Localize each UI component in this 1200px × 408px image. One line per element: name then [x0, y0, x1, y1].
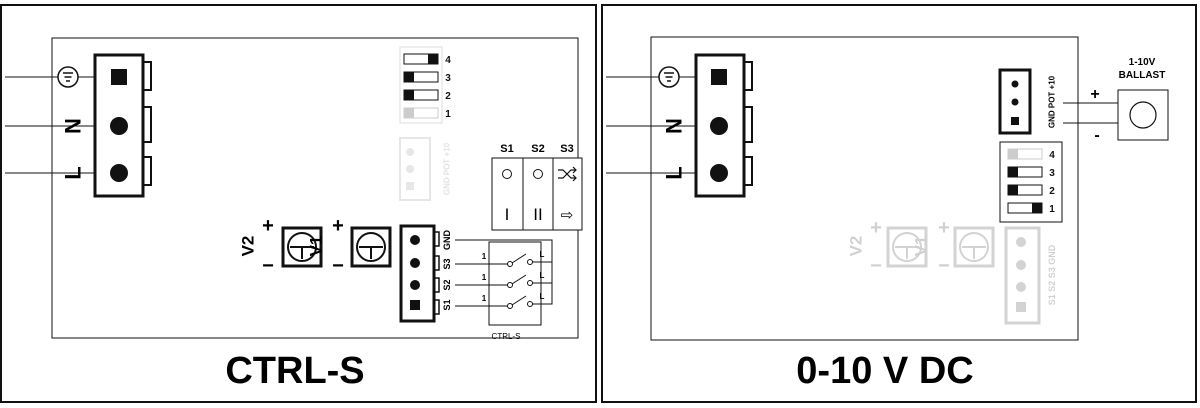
conn-label-gnd: GND — [442, 230, 452, 251]
faded-pots-and-connector: V2 + − V1 + − S1 S2 S3 GND — [847, 217, 1057, 325]
dimming-connector: GND POT +10 — [998, 68, 1057, 135]
dip-knob-3 — [404, 72, 414, 82]
svg-text:+: + — [870, 217, 882, 239]
s-mark-2: II — [533, 205, 542, 224]
dip-number-2: 2 — [445, 91, 451, 102]
mains-terminal-block — [93, 53, 152, 198]
conn-label-s3: S3 — [442, 258, 452, 269]
faded-pot-connector: GND POT +10 — [399, 137, 452, 201]
left-panel-title: CTRL-S — [225, 350, 364, 392]
svg-text:−: − — [938, 255, 950, 277]
pot-v2-label: V2 — [239, 236, 258, 257]
r-dip-number-2: 2 — [1049, 186, 1055, 197]
ctrl-s-switch-box: 1 1 1 L L L CTRL-S — [455, 239, 553, 341]
left-panel: N L 4 3 2 1 GND POT +10 V2 + − — [0, 4, 597, 403]
switch-l-3: L — [540, 292, 545, 301]
dip-knob-2 — [404, 90, 414, 100]
s-header-2: S2 — [531, 143, 544, 155]
switch-num-1: 1 — [482, 252, 487, 261]
dip-number-4: 4 — [445, 55, 451, 66]
svg-text:−: − — [870, 255, 882, 277]
dimming-connector-label: GND POT +10 — [1048, 75, 1057, 128]
right-panel: N L GND POT +10 + - 1-10V BALLAST — [601, 4, 1197, 403]
pot-v1: V1 + − — [307, 215, 392, 277]
faded-connector-label: GND POT +10 — [443, 142, 452, 195]
faded-pot-v2-label: V2 — [847, 236, 866, 257]
r-dip-knob-3 — [1008, 167, 1018, 177]
s-header-3: S3 — [560, 143, 573, 155]
r-dip-knob-4 — [1008, 149, 1018, 159]
terminal-letter-l: L — [61, 166, 86, 179]
pot-v1-label: V1 — [307, 236, 326, 257]
switch-num-3: 1 — [482, 294, 487, 303]
conn-label-s1: S1 — [442, 299, 452, 310]
switch-l-2: L — [540, 271, 545, 280]
pot-v2: V2 + − — [239, 215, 323, 277]
shuffle-icon — [558, 166, 577, 182]
faded-pot-v1-label: V1 — [912, 236, 931, 257]
switch-num-2: 1 — [482, 273, 487, 282]
ballast-plus: + — [1090, 86, 1099, 103]
dip-number-3: 3 — [445, 73, 451, 84]
dip-switch: 4 3 2 1 — [399, 46, 451, 124]
dip-number-1: 1 — [445, 109, 451, 120]
conn-label-s2: S2 — [442, 279, 452, 290]
control-connector: GND S3 S2 S1 — [399, 224, 452, 323]
s-mark-1: I — [505, 205, 510, 224]
switch-caption: CTRL-S — [492, 332, 521, 341]
r-mains-terminal-block — [694, 53, 753, 198]
ballast: 1-10V BALLAST — [1117, 57, 1169, 141]
pot-v1-plus: + — [332, 215, 344, 237]
dip-knob-1 — [404, 108, 414, 118]
r-terminal-letter-n: N — [662, 118, 687, 134]
earth-icon — [658, 66, 680, 88]
terminal-letter-n: N — [61, 118, 86, 134]
pot-v2-plus: + — [262, 215, 274, 237]
svg-text:+: + — [938, 217, 950, 239]
r-dip-number-1: 1 — [1049, 204, 1055, 215]
r-dip-number-3: 3 — [1049, 168, 1055, 179]
ballast-label-1: 1-10V — [1129, 57, 1156, 68]
s-mark-3: ⇨ — [561, 206, 574, 224]
r-dip-number-4: 4 — [1049, 150, 1055, 161]
dip-knob-4 — [428, 54, 438, 64]
r-dip-knob-2 — [1008, 185, 1018, 195]
s-header-1: S1 — [500, 143, 513, 155]
r-dip-switch: 4 3 2 1 — [999, 141, 1063, 223]
earth-icon — [57, 66, 79, 88]
switch-l-1: L — [540, 250, 545, 259]
r-terminal-letter-l: L — [662, 166, 687, 179]
faded-conn-label: S1 S2 S3 GND — [1047, 244, 1057, 305]
ballast-label-2: BALLAST — [1119, 70, 1166, 81]
s-legend-table: S1 S2 S3 I II ⇨ — [491, 143, 583, 231]
pot-v1-minus: − — [332, 255, 344, 277]
right-panel-title: 0-10 V DC — [796, 350, 973, 392]
ballast-minus: - — [1094, 127, 1099, 144]
pot-v2-minus: − — [262, 255, 274, 277]
r-dip-knob-1 — [1032, 203, 1042, 213]
